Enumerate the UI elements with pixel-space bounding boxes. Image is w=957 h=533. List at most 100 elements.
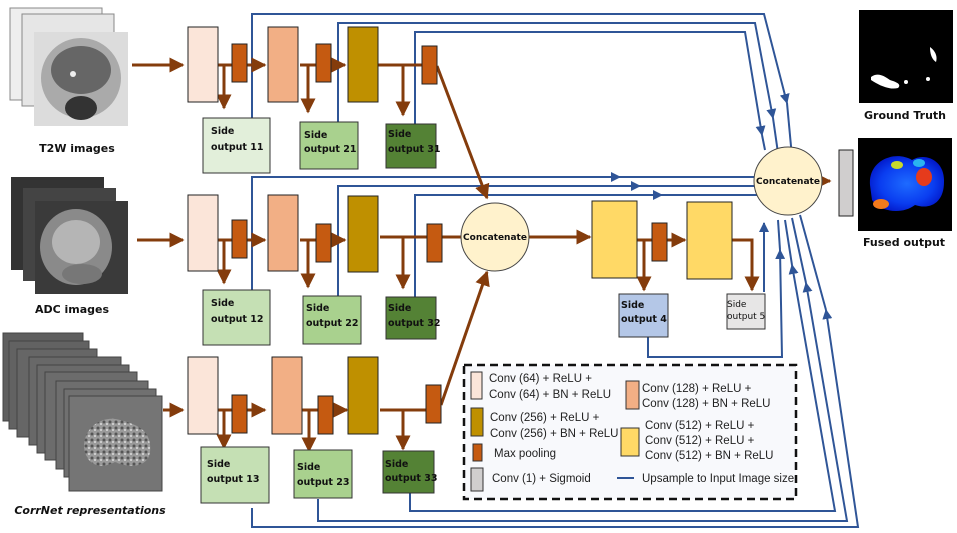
side-output-5 (726, 293, 766, 330)
side-output-13-label-2: output 13 (207, 474, 259, 485)
conv256-block (347, 195, 379, 273)
side-output-4-label-2: output 4 (621, 314, 667, 325)
ground-truth-label: Ground Truth (864, 109, 946, 122)
legend-conv1-label: Conv (1) + Sigmoid (492, 473, 591, 485)
maxpool-block (231, 43, 248, 83)
legend-conv128-line-1: Conv (128) + ReLU + (642, 383, 752, 395)
legend-swatch-conv1 (470, 467, 484, 492)
concatenate-label-2: Concatenate (756, 177, 820, 187)
maxpool-block (421, 45, 438, 85)
side-output-31-label-1: Side (388, 129, 411, 140)
upsample-line-4 (647, 249, 786, 358)
maxpool-block (317, 395, 334, 435)
conv512-block (686, 201, 733, 280)
corrnet-label: CorrNet representations (14, 504, 166, 517)
encoder-row-3 (187, 356, 442, 435)
side-output-11 (202, 117, 271, 174)
side-output-31 (385, 123, 437, 169)
side-output-33-label-1: Side (385, 459, 408, 470)
legend-conv256-line-1: Conv (256) + ReLU + (490, 412, 600, 424)
adc-image-stack (11, 177, 128, 294)
conv64-block (187, 26, 219, 103)
upsample-line-32 (414, 190, 663, 297)
conv256-block (347, 26, 379, 103)
maxpool-block (231, 394, 248, 434)
upsample-line-13 (251, 309, 860, 528)
conv64-block (187, 356, 219, 435)
side-output-21-label-2: output 21 (304, 144, 356, 155)
concatenate-node-2: Concatenate (753, 146, 823, 216)
legend-conv64-line-1: Conv (64) + ReLU + (489, 373, 592, 385)
upsample-line-33 (409, 264, 837, 512)
side-output-11-label-1: Side (211, 126, 234, 137)
side-output-21 (299, 121, 359, 170)
side-output-33-label-2: output 33 (385, 473, 437, 484)
legend-conv512-line-2: Conv (512) + ReLU + (645, 435, 755, 447)
encoder-row-2 (187, 194, 443, 273)
side-output-23-label-1: Side (297, 462, 320, 473)
side-output-labels: Side output 11 Side output 21 Side outpu… (207, 126, 765, 488)
maxpool-block (651, 222, 668, 262)
side-output-32-label-1: Side (388, 303, 411, 314)
side-output-5-label-1: Side (727, 300, 747, 310)
legend: Conv (64) + ReLU + Conv (64) + BN + ReLU… (462, 363, 798, 501)
legend-swatch-maxpool (472, 443, 483, 462)
side-output-32 (385, 296, 437, 340)
encoder-row-1 (187, 26, 438, 103)
upsample-line-12 (251, 172, 621, 290)
side-output-31-label-2: output 31 (388, 144, 440, 155)
upsample-line-23 (317, 282, 849, 522)
upsample-line-31 (414, 31, 766, 136)
fused-output-image (858, 138, 952, 231)
legend-swatch-conv128 (625, 380, 640, 410)
side-output-11-label-2: output 11 (211, 142, 263, 153)
concatenate-label-1: Concatenate (463, 233, 527, 243)
fusion-blocks (591, 149, 854, 280)
side-output-12-label-2: output 12 (211, 314, 263, 325)
legend-conv512-line-3: Conv (512) + BN + ReLU (645, 450, 773, 462)
upsample-line-21 (337, 22, 777, 122)
t2w-label: T2W images (39, 142, 115, 155)
t2w-image-stack (9, 7, 128, 126)
legend-conv128-line-2: Conv (128) + BN + ReLU (642, 398, 770, 410)
conv128-block (267, 194, 299, 272)
side-output-21-label-1: Side (304, 130, 327, 141)
side-output-13-label-1: Side (207, 459, 230, 470)
concatenate-node-1: Concatenate (460, 202, 530, 272)
legend-upsample-label: Upsample to Input Image size (642, 473, 794, 485)
conv512-block (591, 200, 638, 279)
legend-maxpool-label: Max pooling (494, 448, 556, 460)
adc-label: ADC images (35, 303, 110, 316)
side-output-4 (618, 293, 669, 338)
conv1-sigmoid-block (838, 149, 854, 217)
maxpool-block (426, 223, 443, 263)
side-output-23 (293, 449, 353, 499)
legend-swatch-conv64 (470, 371, 483, 400)
corrnet-image-stack (2, 332, 163, 492)
ground-truth-image (859, 10, 953, 103)
side-output-boxes (200, 117, 766, 504)
legend-swatch-conv256 (470, 407, 484, 437)
side-output-22 (302, 295, 362, 345)
side-output-23-label-2: output 23 (297, 477, 349, 488)
conv128-block (267, 26, 299, 103)
upsample-line-22 (337, 181, 641, 296)
maxpool-block (231, 219, 248, 259)
side-output-4-label-1: Side (621, 300, 644, 311)
conv128-block (271, 356, 303, 435)
side-output-33 (382, 450, 435, 494)
side-output-13 (200, 446, 270, 504)
legend-conv64-line-2: Conv (64) + BN + ReLU (489, 389, 611, 401)
maxpool-block (315, 223, 332, 263)
maxpool-block (315, 43, 332, 83)
side-output-5-label-2: output 5 (727, 312, 765, 322)
side-output-12-label-1: Side (211, 298, 234, 309)
fused-output-label: Fused output (863, 236, 945, 249)
legend-conv512-line-1: Conv (512) + ReLU + (645, 420, 755, 432)
side-output-22-label-2: output 22 (306, 318, 358, 329)
conv256-block (347, 356, 379, 435)
side-output-12 (202, 289, 271, 346)
side-output-22-label-1: Side (306, 303, 329, 314)
